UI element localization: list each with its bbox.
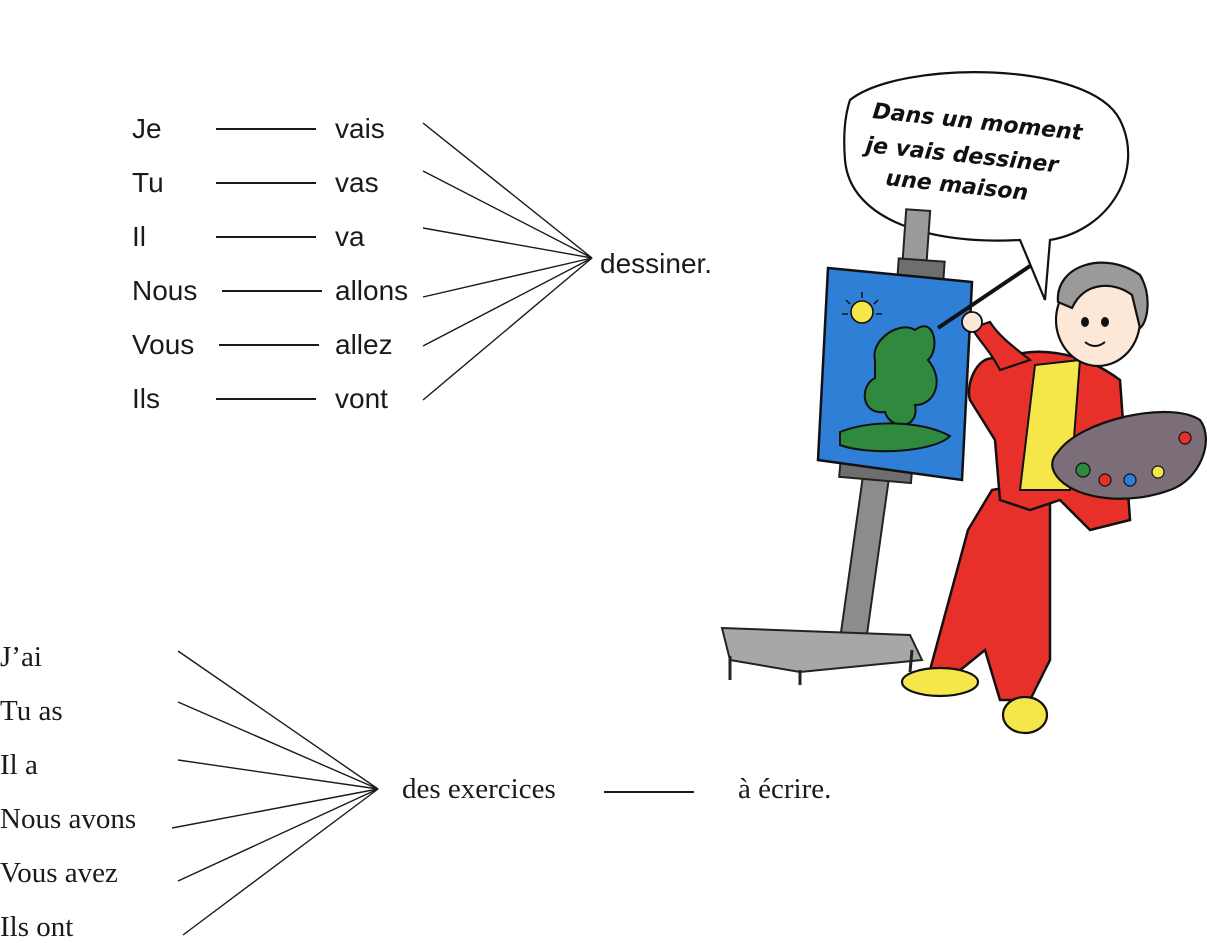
dash-nous xyxy=(222,290,322,292)
dash-vous xyxy=(219,344,319,346)
dash-il xyxy=(216,236,316,238)
subject-il-a: Il a xyxy=(0,749,38,781)
object-des-exercices: des exercices xyxy=(402,773,556,805)
verb-vas: vas xyxy=(335,167,379,198)
child-painter xyxy=(900,261,1207,735)
verb-va: va xyxy=(335,221,365,252)
subject-tu: Tu xyxy=(132,167,164,198)
dash-exercices xyxy=(604,791,694,793)
subject-vous: Vous xyxy=(132,329,195,360)
subject-je: Je xyxy=(132,113,162,144)
verb-vont: vont xyxy=(335,383,388,414)
subject-il: Il xyxy=(132,221,146,252)
painter-illustration: Dans un moment je vais dessiner une mais… xyxy=(720,71,1207,735)
verb-vais: vais xyxy=(335,113,385,144)
subject-ils: Ils xyxy=(132,383,160,414)
verb-allez: allez xyxy=(335,329,393,360)
subject-ils-ont: Ils ont xyxy=(0,911,74,943)
dash-tu xyxy=(216,182,316,184)
dash-je xyxy=(216,128,316,130)
connectors-avoir xyxy=(171,650,379,936)
subject-tu-as: Tu as xyxy=(0,695,63,727)
infinitive-dessiner: dessiner. xyxy=(600,248,713,279)
subject-nous: Nous xyxy=(132,275,198,306)
verb-allons: allons xyxy=(335,275,409,306)
completion-a-ecrire: à écrire. xyxy=(738,773,832,805)
dash-ils xyxy=(216,398,316,400)
speech-bubble: Dans un moment je vais dessiner une mais… xyxy=(843,71,1130,301)
canvas-painting xyxy=(816,266,974,482)
connectors-aller xyxy=(422,122,593,401)
subject-jai: J’ai xyxy=(0,641,42,673)
subject-vous-avez: Vous avez xyxy=(0,857,118,889)
paintbrush xyxy=(936,264,1032,330)
subject-nous-avons: Nous avons xyxy=(0,803,137,835)
